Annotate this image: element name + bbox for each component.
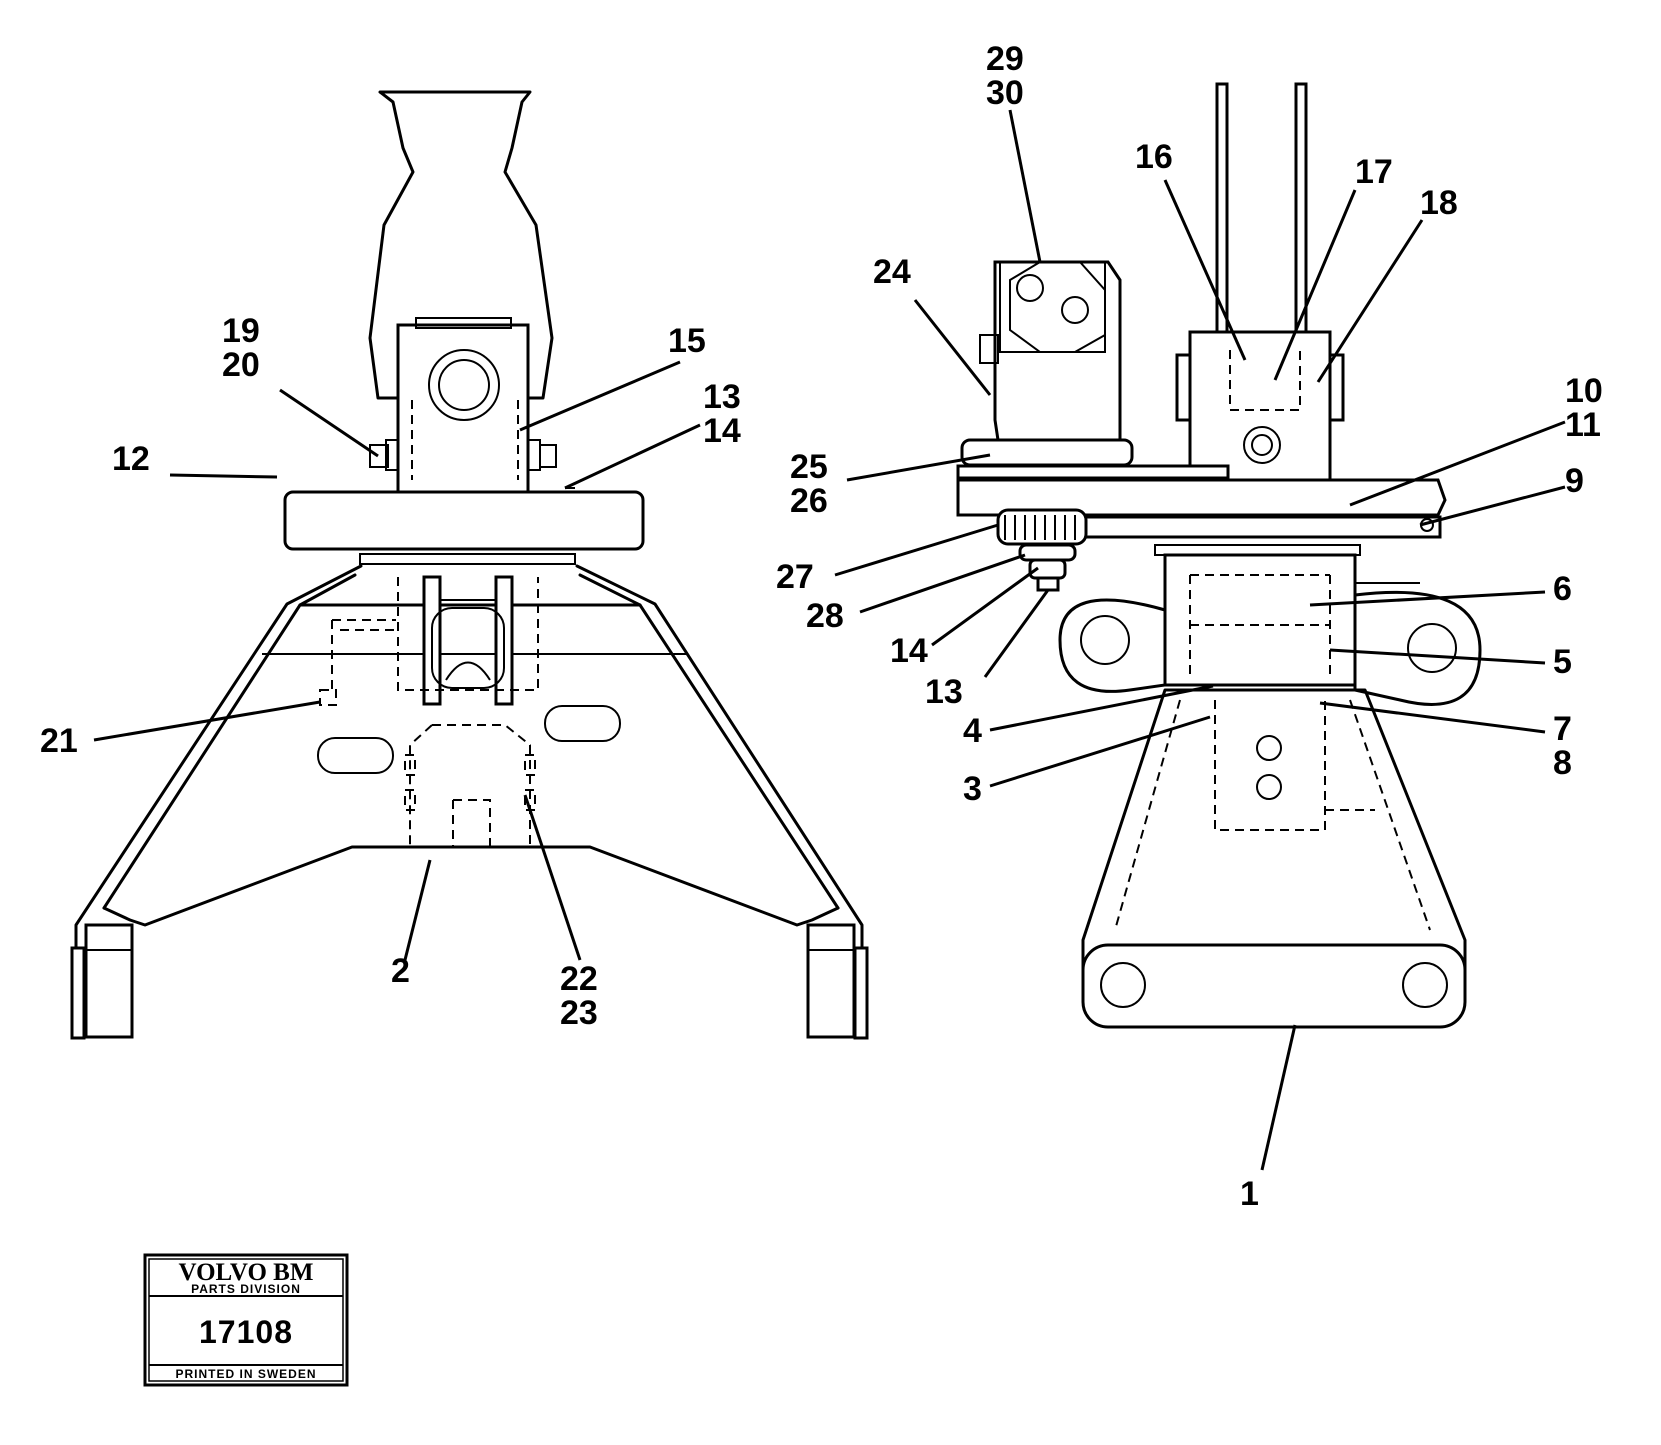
label-24: 24 [873, 253, 911, 291]
label-8: 8 [1553, 744, 1572, 782]
label-9: 9 [1565, 462, 1584, 500]
volvo-bm-stamp: VOLVO BM PARTS DIVISION 17108 PRINTED IN… [143, 1253, 349, 1387]
label-23: 23 [560, 994, 598, 1032]
label-22: 22 [560, 960, 598, 998]
left-assembly-drawing [70, 90, 869, 1040]
label-12: 12 [112, 440, 150, 478]
callout-labels: 12 19 20 15 13 14 21 2 22 23 29 30 24 25… [40, 40, 1603, 1213]
leader-lines [93, 109, 1566, 1171]
label-29: 29 [986, 40, 1024, 78]
label-7: 7 [1553, 710, 1572, 748]
label-13-left: 13 [703, 378, 741, 416]
label-6: 6 [1553, 570, 1572, 608]
label-18: 18 [1420, 184, 1458, 222]
label-10: 10 [1565, 372, 1603, 410]
label-3: 3 [963, 770, 982, 808]
label-28: 28 [806, 597, 844, 635]
label-1: 1 [1240, 1175, 1259, 1213]
label-17: 17 [1355, 153, 1393, 191]
label-20: 20 [222, 346, 260, 384]
label-25: 25 [790, 448, 828, 486]
label-13-right: 13 [925, 673, 963, 711]
right-assembly-drawing [956, 82, 1482, 1029]
label-16: 16 [1135, 138, 1173, 176]
stamp-brand: VOLVO BM [179, 1259, 314, 1286]
label-2: 2 [391, 952, 410, 990]
label-19: 19 [222, 312, 260, 350]
label-21: 21 [40, 722, 78, 760]
label-4: 4 [963, 712, 982, 750]
label-26: 26 [790, 482, 828, 520]
label-14-left: 14 [703, 412, 741, 450]
label-11: 11 [1565, 406, 1601, 444]
label-30: 30 [986, 74, 1024, 112]
label-5: 5 [1553, 643, 1572, 681]
stamp-footer: PRINTED IN SWEDEN [175, 1367, 316, 1381]
label-15: 15 [668, 322, 706, 360]
label-27: 27 [776, 558, 814, 596]
stamp-division: PARTS DIVISION [191, 1282, 301, 1296]
label-14-right: 14 [890, 632, 928, 670]
stamp-number: 17108 [199, 1314, 293, 1350]
